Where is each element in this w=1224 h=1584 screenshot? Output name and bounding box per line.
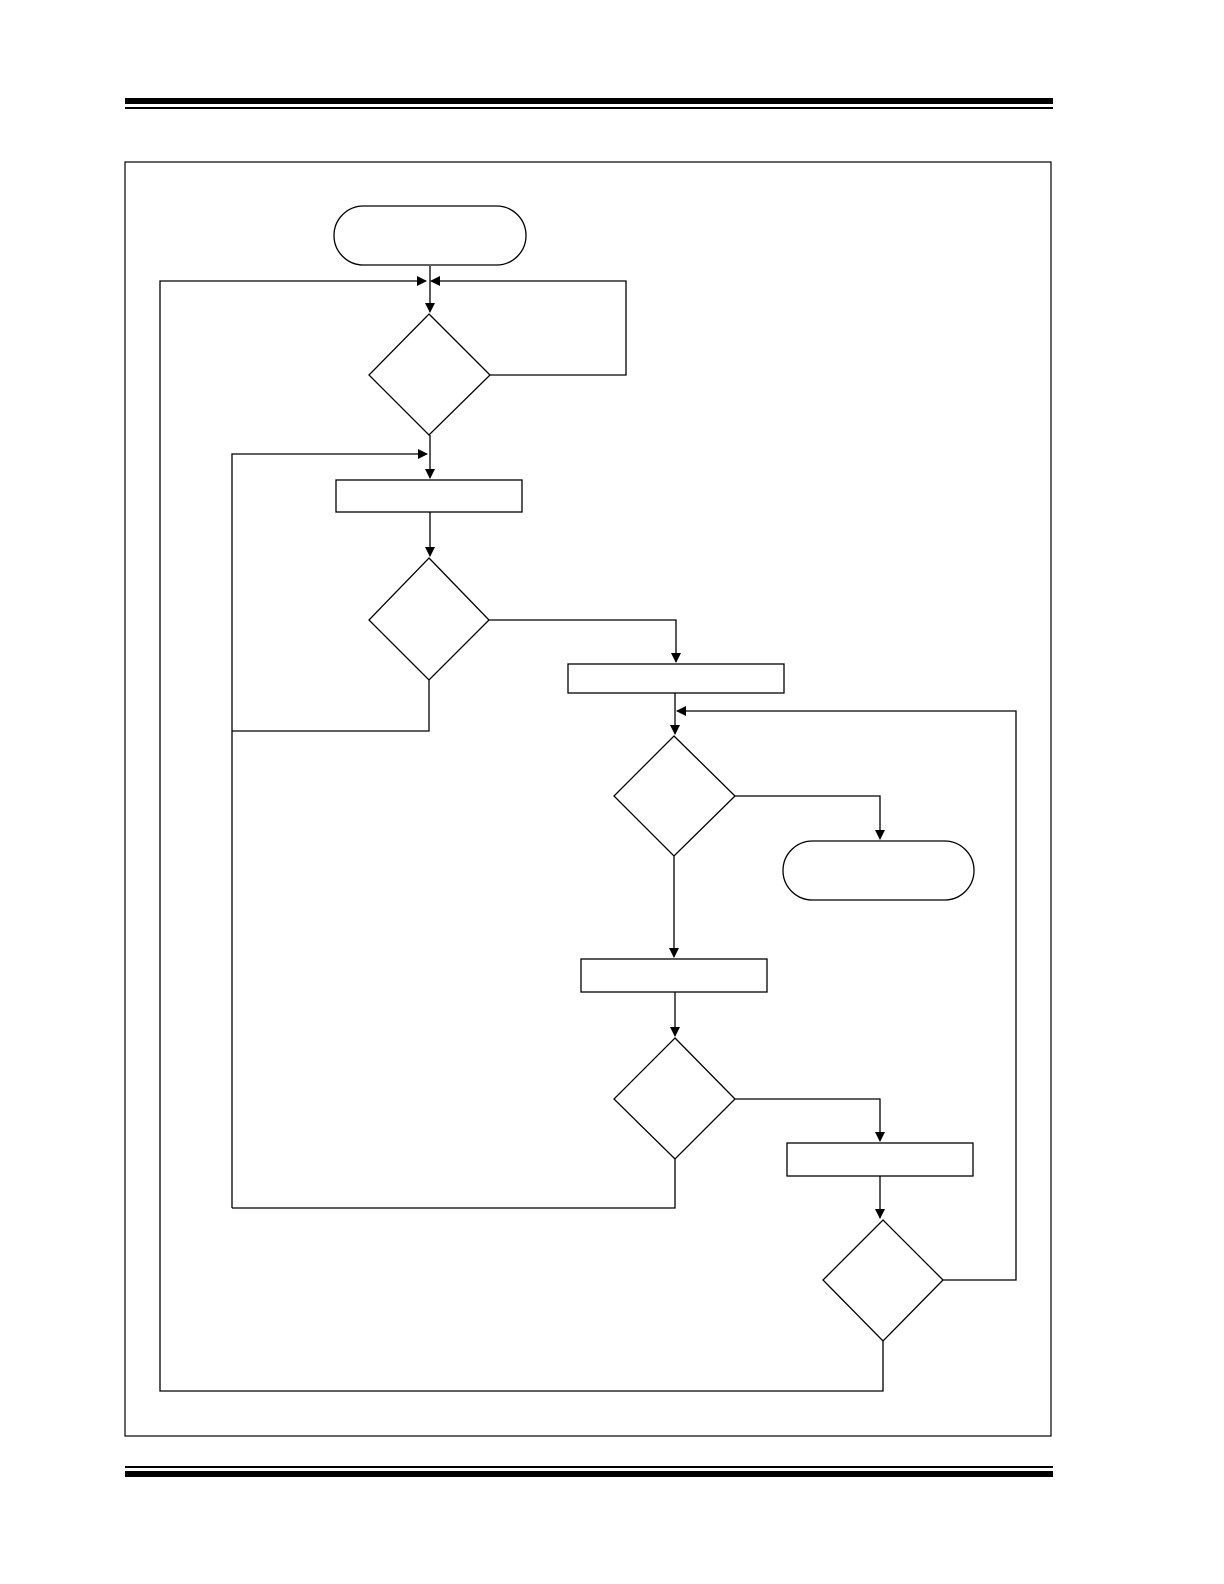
connector-inner-loop (231, 449, 428, 1208)
process-box-3 (580, 958, 768, 993)
footer-rule (125, 1466, 1053, 1477)
connector-outer-loop (159, 276, 884, 1392)
decision-diamond-2 (368, 557, 490, 681)
connector-decision-3-to-end (735, 795, 885, 840)
decision-diamond-5 (822, 1219, 944, 1342)
connector-decision-2-to-process-2 (489, 619, 681, 663)
figure-frame (124, 161, 1052, 1437)
terminal-end (782, 840, 975, 901)
connector-decision-4-to-process-4 (735, 1098, 885, 1142)
connector-decision-4-to-inner-loop (232, 1159, 676, 1209)
process-box-2 (567, 663, 785, 694)
connector-decision-1-loop (430, 276, 627, 376)
terminal-start (333, 205, 527, 266)
decision-diamond-1 (368, 313, 491, 436)
connector-decision-5-loop (676, 706, 1017, 1281)
header-rule (125, 98, 1053, 109)
connectors (159, 266, 1017, 1392)
process-box-1 (335, 479, 523, 513)
decision-diamond-4 (613, 1037, 736, 1160)
decision-diamond-3 (613, 735, 736, 857)
process-box-4 (786, 1142, 974, 1177)
connector-decision-2-to-inner-loop (232, 680, 430, 732)
